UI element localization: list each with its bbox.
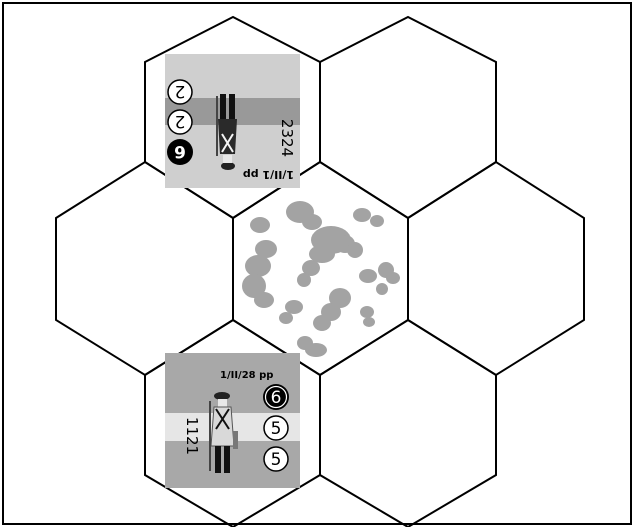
- svg-text:2: 2: [175, 111, 186, 131]
- hex-mid-left[interactable]: [56, 162, 233, 375]
- hex-top-right[interactable]: [320, 17, 496, 218]
- woods-terrain: [242, 201, 400, 357]
- counter-bottom-unit-id: 1121: [183, 417, 201, 455]
- counter-top-factor-1: 6: [167, 139, 193, 165]
- svg-text:5: 5: [271, 419, 282, 439]
- counter-top[interactable]: 1/II/1 pp 2324 6 2 2: [165, 54, 300, 188]
- counter-top-factor-2: 2: [168, 110, 192, 134]
- counter-top-unit-id: 2324: [278, 119, 296, 157]
- svg-text:2: 2: [175, 81, 186, 101]
- counter-bottom-designation: 1/II/28 pp: [220, 370, 273, 381]
- counter-bottom[interactable]: 1/II/28 pp 1121 6 5 5: [165, 353, 300, 488]
- svg-text:5: 5: [271, 450, 282, 470]
- hex-bottom-right[interactable]: [320, 320, 496, 527]
- svg-text:6: 6: [271, 388, 282, 408]
- counter-bottom-factor-2: 5: [264, 416, 288, 440]
- svg-text:6: 6: [174, 141, 186, 161]
- counter-bottom-factor-3: 5: [264, 447, 288, 471]
- counter-top-designation: 1/II/1 pp: [243, 168, 294, 181]
- counter-top-factor-3: 2: [168, 80, 192, 104]
- counter-bottom-factor-1: 6: [263, 384, 289, 410]
- hex-mid-right[interactable]: [408, 162, 584, 375]
